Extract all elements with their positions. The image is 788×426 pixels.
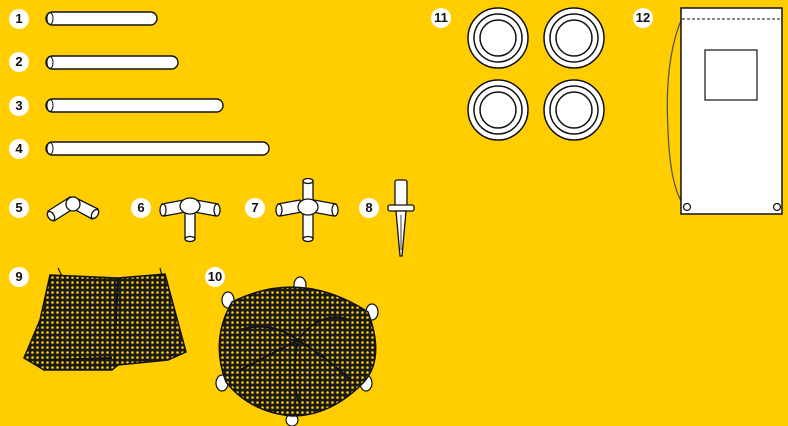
foot-disc-icon (468, 8, 604, 140)
part-number-11: 11 (431, 8, 451, 28)
mesh-floor-icon (216, 277, 378, 426)
pole-icon (46, 56, 178, 69)
part-number-7: 7 (245, 198, 265, 218)
long-pole-icon (46, 99, 223, 112)
mesh-side-panel-icon (24, 268, 186, 370)
four-way-connector-icon (276, 179, 338, 242)
elbow-connector-icon (46, 197, 100, 222)
part-number-8: 8 (359, 198, 379, 218)
part-number-1: 1 (9, 9, 29, 29)
longest-pole-icon (46, 142, 269, 155)
part-number-12: 12 (633, 8, 653, 28)
part-number-5: 5 (9, 198, 29, 218)
part-number-6: 6 (131, 198, 151, 218)
short-pole-icon (46, 12, 157, 25)
part-number-4: 4 (9, 139, 29, 159)
ground-stake-icon (388, 180, 414, 256)
part-number-3: 3 (9, 96, 29, 116)
three-way-connector-icon (160, 198, 220, 242)
carry-bag-icon (667, 8, 782, 214)
part-number-9: 9 (9, 267, 29, 287)
part-number-10: 10 (205, 267, 225, 287)
part-number-2: 2 (9, 52, 29, 72)
